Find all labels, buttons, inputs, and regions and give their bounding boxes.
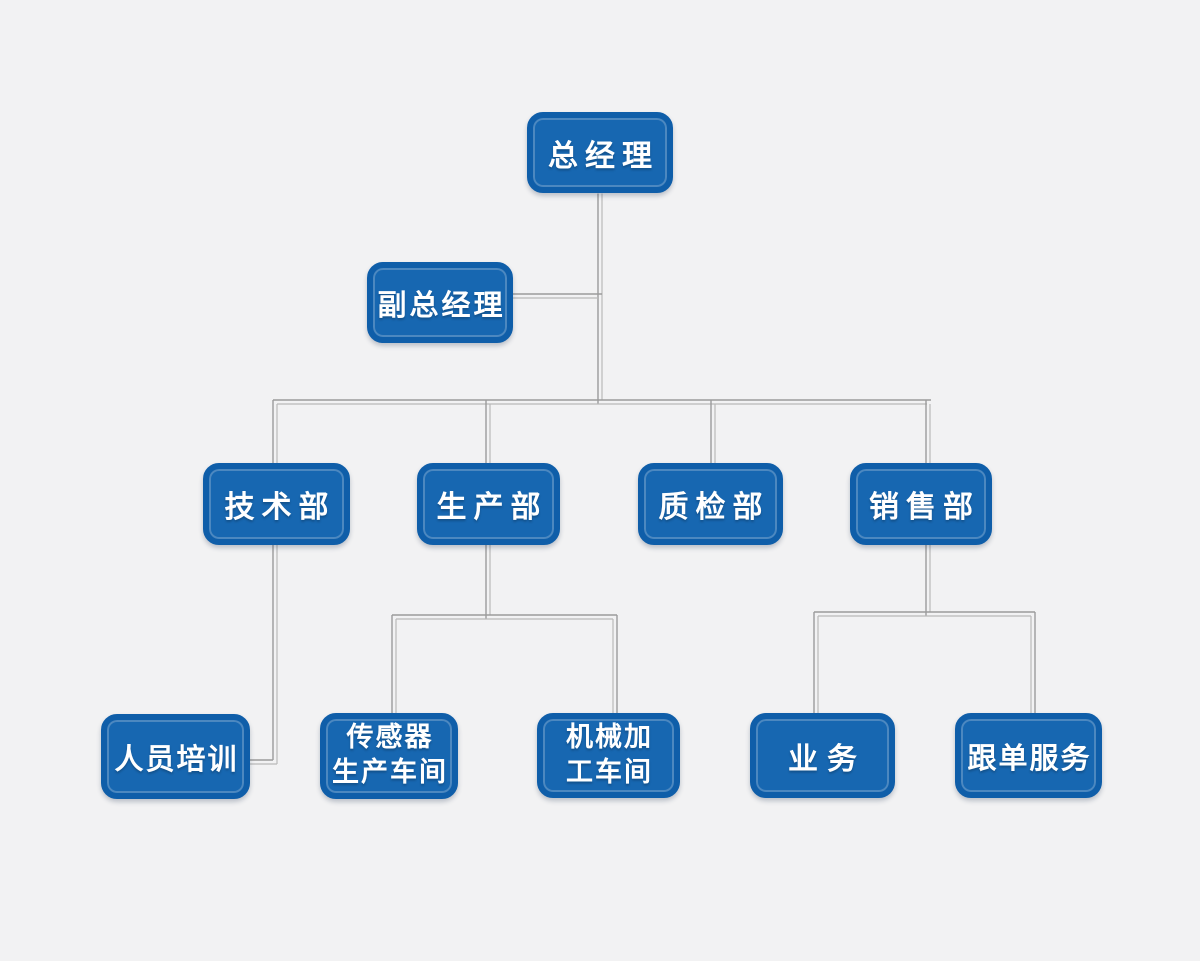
org-node-deputy-label: 副总经理 [377, 287, 506, 322]
org-node-sales[interactable]: 销售部 [850, 463, 992, 545]
org-node-business-label: 业务 [788, 741, 866, 777]
edge-drop-quality [710, 400, 716, 464]
edge-drop-production [485, 400, 491, 464]
edge-sales-trunk [925, 544, 931, 616]
org-node-sensor-workshop[interactable]: 传感器 生产车间 [320, 713, 458, 799]
org-node-production[interactable]: 生产部 [417, 463, 560, 545]
edge-drop-business [813, 612, 819, 714]
org-node-ceo-label: 总经理 [548, 138, 659, 174]
edge-ceo-trunk [597, 193, 603, 404]
edge-production-trunk [485, 544, 491, 619]
org-node-production-label: 生产部 [436, 490, 548, 525]
org-node-machining-workshop[interactable]: 机械加 工车间 [537, 713, 680, 798]
org-node-training-label: 人员培训 [114, 741, 239, 776]
edge-drop-follow-up [1030, 612, 1036, 714]
org-node-quality[interactable]: 质检部 [638, 463, 783, 545]
org-node-tech[interactable]: 技术部 [203, 463, 350, 545]
org-node-business[interactable]: 业务 [750, 713, 895, 798]
edge-sales-bus [814, 611, 1035, 617]
org-node-training[interactable]: 人员培训 [101, 714, 250, 799]
org-node-tech-label: 技术部 [224, 490, 336, 525]
edge-drop-machining-workshop [612, 615, 618, 714]
org-node-ceo[interactable]: 总经理 [527, 112, 673, 193]
edge-drop-sensor-workshop [391, 615, 397, 714]
org-node-machining-workshop-label: 机械加 工车间 [566, 721, 653, 788]
org-node-sales-label: 销售部 [869, 490, 980, 525]
edge-production-bus [392, 614, 617, 620]
edge-ceo-deputy [512, 293, 602, 299]
edge-drop-tech [272, 400, 278, 464]
org-node-quality-label: 质检部 [658, 490, 770, 525]
edge-drop-sales [925, 400, 931, 464]
org-node-sensor-workshop-label: 传感器 生产车间 [332, 722, 448, 788]
edge-main-bus [273, 399, 931, 405]
org-node-follow-up[interactable]: 跟单服务 [955, 713, 1102, 798]
org-node-deputy[interactable]: 副总经理 [367, 262, 513, 343]
org-node-follow-up-label: 跟单服务 [967, 740, 1092, 775]
